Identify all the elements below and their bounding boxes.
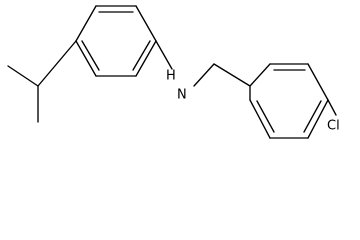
chlorophenyl-ring bbox=[249, 63, 329, 139]
isopropylphenyl-ring bbox=[75, 5, 157, 77]
chlorine-label: Cl bbox=[327, 119, 340, 134]
chlorine-bond bbox=[327, 99, 337, 116]
nh-label-n: N bbox=[177, 88, 187, 103]
nh-label-h: H bbox=[166, 69, 176, 84]
isopropyl-group bbox=[7, 40, 77, 123]
chemical-structure-diagram: H N Cl bbox=[7, 5, 340, 139]
aniline-linker bbox=[155, 40, 251, 87]
